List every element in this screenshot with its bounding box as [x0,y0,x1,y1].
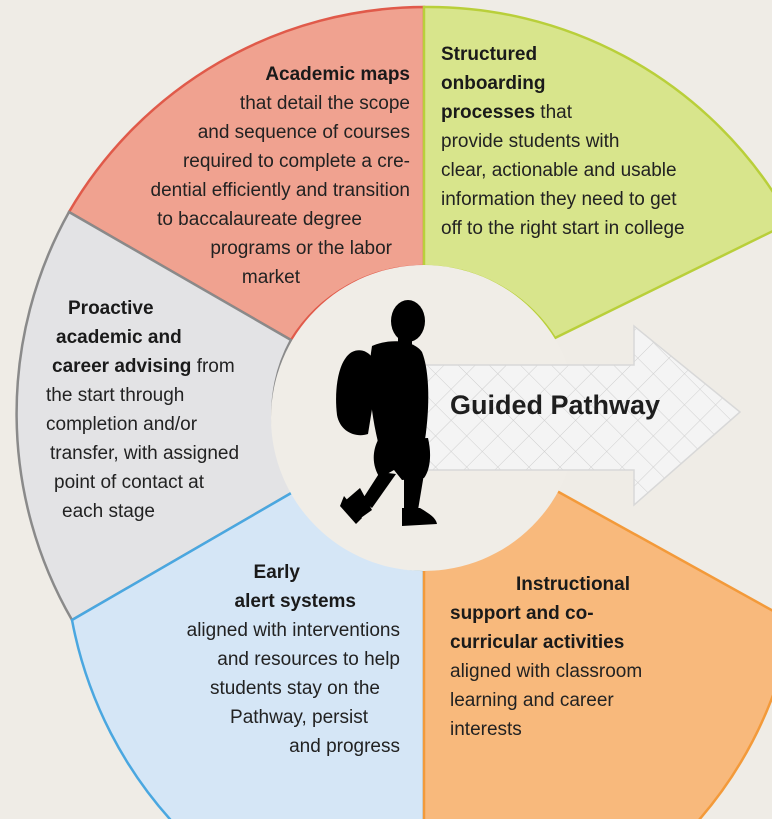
bold-text: onboarding [441,73,546,94]
academic-maps-line: that detail the scope [70,89,410,118]
instructional-text: Instructional support and co-curricular a… [450,570,750,744]
early-alert-line: alert systems [140,587,400,616]
onboarding-line: off to the right start in college [441,214,761,243]
regular-text: each stage [62,501,155,522]
regular-text: market [241,267,300,288]
advising-line: point of contact at [46,468,276,497]
academic-maps-line: dential efficiently and transition [70,176,410,205]
regular-text: learning and career [450,690,614,711]
advising-line: career advising from [46,352,276,381]
instructional-line: interests [450,715,750,744]
academic-maps-line: programs or the labor [70,234,410,263]
regular-text: interests [450,719,522,740]
instructional-line: support and co- [450,599,750,628]
bold-text: academic and [56,327,182,348]
regular-text: Pathway, persist [230,707,368,728]
bold-text: Instructional [516,574,631,595]
regular-text: that detail the scope [239,93,410,114]
bold-text: Structured [441,44,538,65]
regular-text: transfer, with assigned [50,443,240,464]
regular-text: required to complete a cre- [182,151,410,172]
advising-text: Proactive academic and career advising fro… [46,294,276,526]
bold-text: Academic maps [265,64,410,85]
onboarding-line: clear, actionable and usable [441,156,761,185]
regular-text: information they need to get [441,189,677,210]
early-alert-line: and resources to help [140,645,400,674]
regular-text: provide students with [441,131,620,152]
academic-maps-line: market [70,263,410,292]
advising-line: transfer, with assigned [46,439,276,468]
onboarding-line: processes that [441,98,761,127]
regular-text: students stay on the [209,678,380,699]
guided-pathway-label: Guided Pathway [450,390,661,420]
walking-student-silhouette-icon [336,300,437,526]
academic-maps-line: Academic maps [70,60,410,89]
early-alert-line: Early [140,558,400,587]
regular-text: the start through [46,385,185,406]
onboarding-line: onboarding [441,69,761,98]
bold-text: curricular activities [450,632,625,653]
regular-text: aligned with interventions [186,620,400,641]
early-alert-line: students stay on the [140,674,400,703]
early-alert-line: aligned with interventions [140,616,400,645]
advising-line: completion and/or [46,410,276,439]
regular-text: and sequence of courses [197,122,410,143]
onboarding-line: information they need to get [441,185,761,214]
advising-line: academic and [46,323,276,352]
bold-text: alert systems [234,591,356,612]
advising-line: the start through [46,381,276,410]
early-alert-line: and progress [140,732,400,761]
academic-maps-line: and sequence of courses [70,118,410,147]
regular-text: programs or the labor [210,238,392,259]
academic-maps-text: Academic maps that detail the scope and se… [70,60,410,292]
bold-text: career advising [52,356,192,377]
regular-text: and progress [289,736,400,757]
regular-text: clear, actionable and usable [441,160,677,181]
academic-maps-line: to baccalaureate degree [70,205,410,234]
advising-line: Proactive [46,294,276,323]
onboarding-line: Structured [441,40,761,69]
regular-text: dential efficiently and transition [150,180,410,201]
onboarding-text: Structured onboarding processes that provid… [441,40,761,243]
bold-text: processes [441,102,536,123]
instructional-line: curricular activities [450,628,750,657]
regular-text: from [191,356,235,377]
regular-text: completion and/or [46,414,198,435]
regular-text: point of contact at [54,472,204,493]
academic-maps-line: required to complete a cre- [70,147,410,176]
pathway-arrow [423,324,742,507]
regular-text: and resources to help [217,649,400,670]
regular-text: that [535,102,572,123]
early-alert-line: Pathway, persist [140,703,400,732]
instructional-line: aligned with classroom [450,657,750,686]
bold-text: Early [253,562,300,583]
onboarding-line: provide students with [441,127,761,156]
instructional-line: learning and career [450,686,750,715]
bold-text: Proactive [68,298,154,319]
early-alert-text: Early alert systems aligned with intervent… [140,558,400,761]
regular-text: aligned with classroom [450,661,643,682]
regular-text: off to the right start in college [441,218,685,239]
bold-text: support and co- [450,603,594,624]
instructional-line: Instructional [450,570,750,599]
regular-text: to baccalaureate degree [157,209,362,230]
advising-line: each stage [46,497,276,526]
